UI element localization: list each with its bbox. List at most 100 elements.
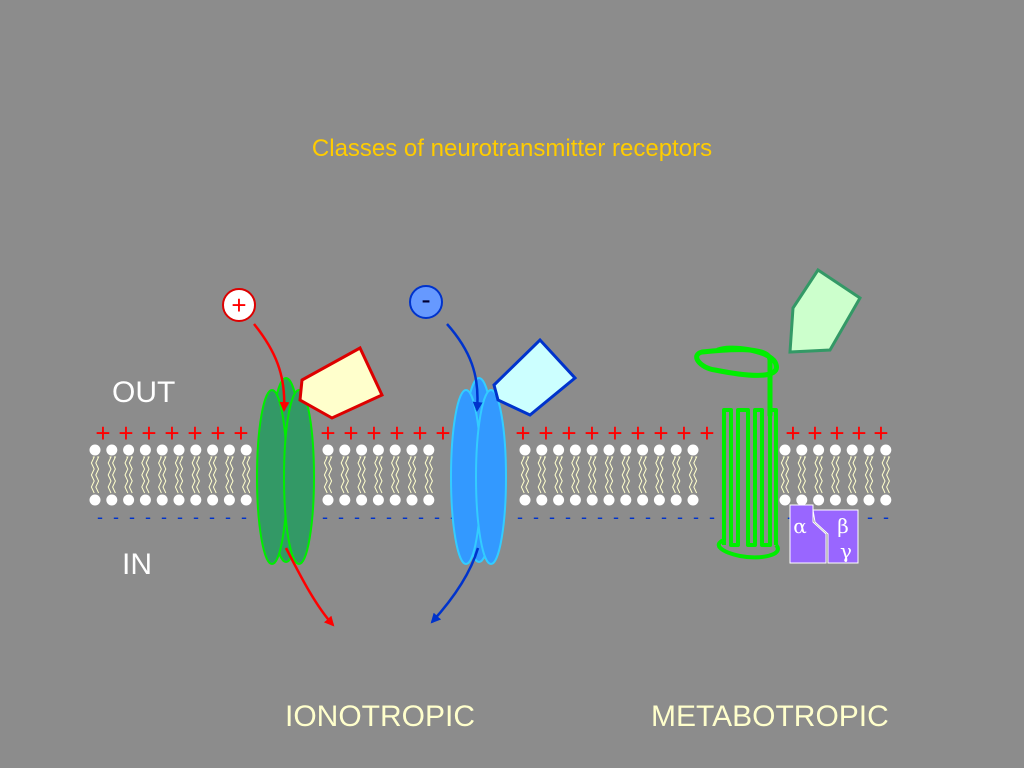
positive-charge: + [873, 418, 888, 448]
negative-charge: - [629, 507, 635, 527]
phospholipid [670, 444, 682, 506]
positive-charge: + [389, 418, 404, 448]
positive-charge: + [807, 418, 822, 448]
negative-charge: - [434, 507, 440, 527]
negative-charge: - [209, 507, 215, 527]
phospholipid [106, 444, 118, 506]
positive-charge: + [210, 418, 225, 448]
positive-charge: + [676, 418, 691, 448]
positive-charge: + [366, 418, 381, 448]
phospholipid [687, 444, 699, 506]
phospholipid [637, 444, 649, 506]
phospholipid [356, 444, 368, 506]
phospholipid [553, 444, 565, 506]
outer-positive-charges: +++++++++++++++++++++++++++ [95, 418, 888, 448]
phospholipid [223, 444, 235, 506]
phospholipid [620, 444, 632, 506]
negative-charge: - [581, 507, 587, 527]
negative-charge: - [645, 507, 651, 527]
phospholipid [339, 444, 351, 506]
phospholipid [423, 444, 435, 506]
inhibitory-ligand [492, 337, 578, 417]
negative-charge: - [338, 507, 344, 527]
negative-charge: - [565, 507, 571, 527]
negative-charge: - [613, 507, 619, 527]
channel-subunit-left [256, 389, 288, 565]
cation-icon [222, 288, 256, 322]
negative-charge: - [225, 507, 231, 527]
negative-charge: - [370, 507, 376, 527]
receptor-extracellular-loops [694, 345, 779, 418]
negative-charge: - [322, 507, 328, 527]
phospholipid [207, 444, 219, 506]
negative-charge: - [517, 507, 523, 527]
phospholipid [406, 444, 418, 506]
cation-exit-arrow [284, 547, 335, 627]
phospholipid [519, 444, 531, 506]
inhibitory-ion-channel [450, 377, 507, 565]
phospholipid [123, 444, 135, 506]
slide-title: Classes of neurotransmitter receptors [311, 135, 713, 162]
negative-charge: - [113, 507, 119, 527]
metabotropic-ligand [788, 267, 863, 354]
anion-exit-arrow [430, 547, 480, 624]
phospholipid [846, 444, 858, 506]
g-protein-alpha-subunit [789, 504, 827, 564]
negative-charge: - [241, 507, 247, 527]
positive-charge: + [584, 418, 599, 448]
positive-charge: + [118, 418, 133, 448]
phospholipid [372, 444, 384, 506]
label-out: OUT [112, 376, 176, 409]
negative-charge: - [354, 507, 360, 527]
negative-charge: - [883, 507, 889, 527]
positive-charge: + [699, 418, 714, 448]
g-protein: α β γ [789, 504, 859, 564]
negative-charge: - [386, 507, 392, 527]
positive-charge: + [435, 418, 450, 448]
positive-charge: + [538, 418, 553, 448]
phospholipid [603, 444, 615, 506]
channel-subunit-right [283, 389, 315, 565]
lipid-bilayer [89, 444, 892, 506]
phospholipid [813, 444, 825, 506]
negative-charge: - [97, 507, 103, 527]
negative-charge: - [709, 507, 715, 527]
cation-symbol: + [231, 290, 246, 320]
alpha-label: α [793, 514, 807, 538]
positive-charge: + [829, 418, 844, 448]
negative-charge: - [145, 507, 151, 527]
phospholipid [389, 444, 401, 506]
channel-subunit-right [475, 389, 507, 565]
excitatory-ion-channel [256, 377, 315, 565]
phospholipid [796, 444, 808, 506]
negative-charge: - [193, 507, 199, 527]
negative-charge: - [129, 507, 135, 527]
label-ionotropic: IONOTROPIC [285, 700, 476, 733]
negative-charge: - [597, 507, 603, 527]
positive-charge: + [607, 418, 622, 448]
negative-charge: - [402, 507, 408, 527]
phospholipid [173, 444, 185, 506]
positive-charge: + [343, 418, 358, 448]
phospholipid [240, 444, 252, 506]
positive-charge: + [653, 418, 668, 448]
inner-negative-charges: --------------------------------------- [97, 507, 889, 527]
negative-charge: - [533, 507, 539, 527]
phospholipid [89, 444, 101, 506]
label-in: IN [122, 548, 152, 581]
negative-charge: - [693, 507, 699, 527]
positive-charge: + [141, 418, 156, 448]
phospholipid [569, 444, 581, 506]
positive-charge: + [515, 418, 530, 448]
excitatory-ligand [298, 345, 384, 420]
gamma-label: γ [840, 539, 852, 563]
beta-label: β [837, 514, 849, 538]
negative-charge: - [177, 507, 183, 527]
anion-symbol: - [421, 284, 430, 315]
positive-charge: + [187, 418, 202, 448]
phospholipid [863, 444, 875, 506]
positive-charge: + [412, 418, 427, 448]
positive-charge: + [95, 418, 110, 448]
anion-icon [409, 285, 443, 319]
